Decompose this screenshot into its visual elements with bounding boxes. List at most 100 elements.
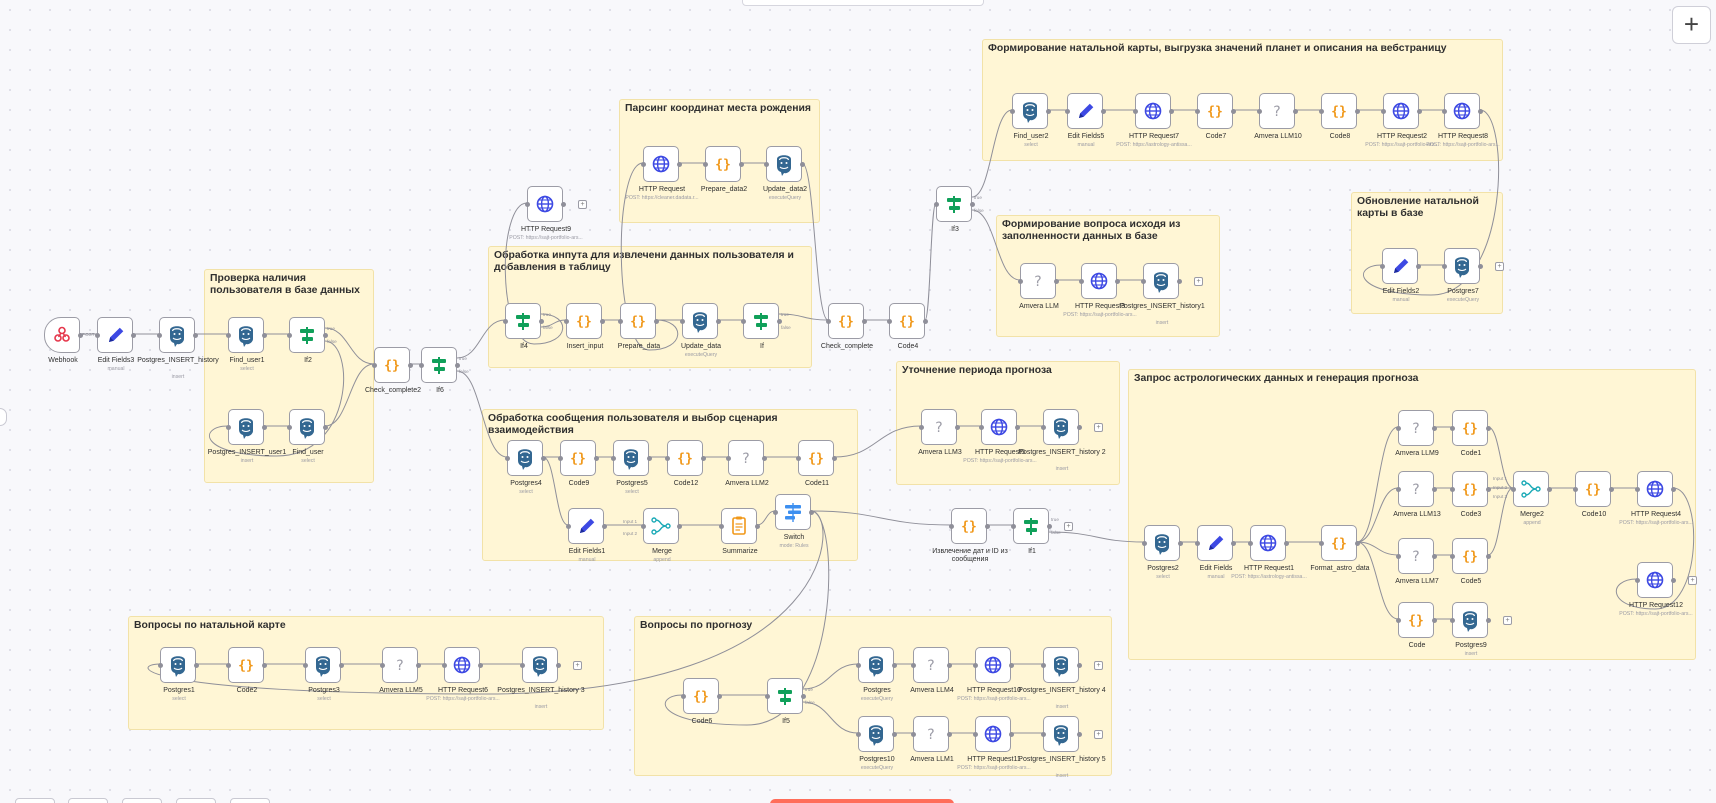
node-amvera-llm7[interactable]: ?Amvera LLM7	[1395, 538, 1439, 585]
output-port[interactable]	[676, 161, 682, 167]
input-port[interactable]	[855, 662, 861, 668]
output-port[interactable]	[601, 523, 607, 529]
node-if5[interactable]: If5	[764, 678, 806, 725]
connection-line[interactable]	[456, 370, 508, 458]
node-amvera-llm9[interactable]: ?Amvera LLM9	[1395, 410, 1439, 457]
add-connection-plus[interactable]: +	[573, 661, 582, 670]
input-port[interactable]	[718, 523, 724, 529]
input-port[interactable]	[225, 424, 231, 430]
input-port[interactable]	[1634, 486, 1640, 492]
node-code2[interactable]: {}Code2	[225, 647, 267, 694]
output-port[interactable]	[754, 523, 760, 529]
connection-line[interactable]	[324, 327, 375, 365]
input-port[interactable]	[1040, 731, 1046, 737]
output-port[interactable]	[1230, 540, 1236, 546]
add-connection-plus[interactable]: +	[578, 200, 587, 209]
zoom-reset-button[interactable]	[176, 798, 216, 803]
output-port[interactable]	[808, 509, 814, 515]
output-port[interactable]	[922, 318, 928, 324]
input-port[interactable]	[740, 318, 746, 324]
input-port[interactable]	[910, 662, 916, 668]
output-port[interactable]	[1354, 108, 1360, 114]
input-port[interactable]	[680, 693, 686, 699]
input-port[interactable]	[1078, 278, 1084, 284]
node-извлечение-дат-и-id-из-сообщения[interactable]: {}Извлечение дат и ID из сообщения	[932, 508, 1008, 563]
input-port[interactable]	[1132, 108, 1138, 114]
node-amvera-llm[interactable]: ?Amvera LLM	[1017, 263, 1059, 310]
output-port[interactable]	[891, 662, 897, 668]
input-port[interactable]	[1256, 108, 1262, 114]
input-port[interactable]	[795, 455, 801, 461]
connection-line[interactable]	[147, 510, 824, 695]
input-port[interactable]	[371, 362, 377, 368]
input-port[interactable]	[640, 161, 646, 167]
input-port[interactable]	[157, 662, 163, 668]
add-connection-plus[interactable]: +	[1495, 262, 1504, 271]
connection-line[interactable]	[971, 209, 1021, 281]
node-code1[interactable]: {}Code1	[1449, 410, 1491, 457]
input-port[interactable]	[524, 201, 530, 207]
output-port[interactable]	[800, 693, 806, 699]
input-port[interactable]	[1140, 278, 1146, 284]
node-code5[interactable]: {}Code5	[1449, 538, 1491, 585]
input-port[interactable]	[302, 662, 308, 668]
input-port[interactable]	[918, 424, 924, 430]
input-port[interactable]	[1247, 540, 1253, 546]
output-port[interactable]	[322, 332, 328, 338]
output-port[interactable]	[1076, 662, 1082, 668]
node-format-astro-data[interactable]: {}Format_astro_data	[1310, 525, 1370, 572]
output-port[interactable]	[676, 523, 682, 529]
input-port[interactable]	[1449, 553, 1455, 559]
output-port[interactable]	[1045, 108, 1051, 114]
output-port[interactable]	[1416, 108, 1422, 114]
output-port[interactable]	[1431, 425, 1437, 431]
output-port[interactable]	[1177, 540, 1183, 546]
node-code11[interactable]: {}Code11	[795, 440, 837, 487]
output-port[interactable]	[1046, 523, 1052, 529]
output-port[interactable]	[1114, 278, 1120, 284]
output-port[interactable]	[261, 662, 267, 668]
input-port[interactable]	[1379, 263, 1385, 269]
output-port[interactable]	[1485, 553, 1491, 559]
connection-line[interactable]	[542, 456, 569, 526]
input-port[interactable]	[504, 455, 510, 461]
node-check-complete2[interactable]: {}Check_complete2	[365, 347, 421, 394]
execute-workflow-button[interactable]	[770, 799, 954, 803]
input-port[interactable]	[772, 509, 778, 515]
input-port[interactable]	[1449, 617, 1455, 623]
output-port[interactable]	[799, 161, 805, 167]
output-port[interactable]	[1431, 617, 1437, 623]
output-port[interactable]	[538, 318, 544, 324]
output-port[interactable]	[738, 161, 744, 167]
node-if4[interactable]: If4	[502, 303, 544, 350]
input-port[interactable]	[1194, 108, 1200, 114]
add-connection-plus[interactable]: +	[1194, 277, 1203, 286]
node-insert-input[interactable]: {}Insert_input	[563, 303, 605, 350]
output-port[interactable]	[560, 201, 566, 207]
input-port[interactable]	[1510, 486, 1516, 492]
output-port[interactable]	[946, 662, 952, 668]
node-amvera-llm1[interactable]: ?Amvera LLM1	[910, 716, 954, 763]
node-code7[interactable]: {}Code7	[1194, 93, 1236, 140]
input-port[interactable]	[1040, 662, 1046, 668]
input-port[interactable]	[972, 731, 978, 737]
node-code3[interactable]: {}Code3	[1449, 471, 1491, 518]
input-port[interactable]	[286, 332, 292, 338]
node-if6[interactable]: If6	[418, 347, 460, 394]
connection-line[interactable]	[1356, 487, 1399, 543]
output-port[interactable]	[1100, 108, 1106, 114]
